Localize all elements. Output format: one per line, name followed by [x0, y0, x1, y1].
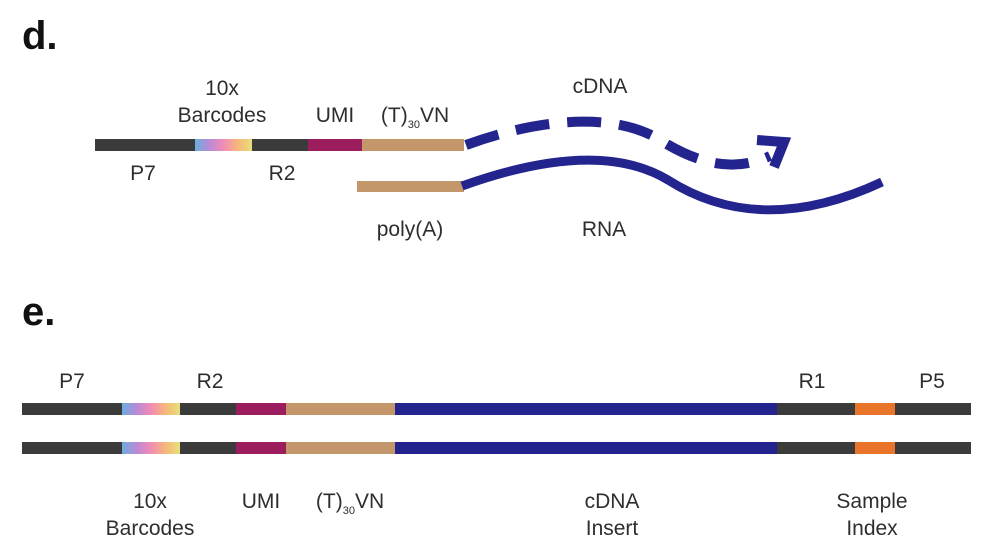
d-polya-segment: [357, 181, 464, 192]
e-label-insert: Insert: [585, 517, 639, 540]
e1-sample-index-segment: [855, 403, 895, 415]
panel-e-letter: e.: [22, 290, 56, 334]
d-label-polyt-suffix: VN: [419, 104, 450, 127]
panel-e-strand-top: [22, 403, 971, 415]
d-label-10x: 10x: [205, 77, 239, 100]
panel-e-strand-bottom: [22, 442, 971, 454]
e2-sample-index-segment: [855, 442, 895, 454]
e-label-r1: R1: [798, 370, 826, 393]
e2-barcode-segment: [122, 442, 180, 454]
e-label-p7: P7: [59, 370, 85, 393]
d-cdna-strand: [464, 116, 773, 170]
e-label-umi: UMI: [241, 490, 281, 513]
e-label-10x: 10x: [133, 490, 167, 513]
e-label-polyt: (T)30VN: [316, 490, 384, 523]
e2-polyt-segment: [286, 442, 395, 454]
d-p7-segment: [95, 139, 195, 151]
e1-p7-segment: [22, 403, 122, 415]
e1-p5-segment: [895, 403, 971, 415]
panel-d-letter: d.: [22, 14, 58, 58]
e-label-barcodes: Barcodes: [105, 517, 195, 540]
d-label-polyt-sub: 30: [407, 119, 420, 131]
d-r2-segment: [252, 139, 308, 151]
e2-r1-segment: [777, 442, 855, 454]
d-cdna-arrowhead: [756, 135, 792, 169]
e2-p5-segment: [895, 442, 971, 454]
d-label-r2: R2: [268, 162, 296, 185]
e1-r1-segment: [777, 403, 855, 415]
d-label-polya: poly(A): [376, 218, 444, 241]
e1-cdna-insert-segment: [395, 403, 777, 415]
e1-polyt-segment: [286, 403, 395, 415]
d-label-polyt: (T)30VN: [381, 104, 449, 137]
d-label-polyt-prefix: (T): [380, 104, 408, 127]
d-polyt-segment: [362, 139, 464, 151]
e1-r2-segment: [180, 403, 236, 415]
e2-r2-segment: [180, 442, 236, 454]
e1-barcode-segment: [122, 403, 180, 415]
d-label-p7: P7: [130, 162, 156, 185]
e-label-polyt-sub: 30: [342, 505, 355, 517]
d-barcode-segment: [195, 139, 252, 151]
e-label-polyt-prefix: (T): [315, 490, 343, 513]
e2-cdna-insert-segment: [395, 442, 777, 454]
d-label-cdna: cDNA: [572, 75, 628, 98]
e1-umi-segment: [236, 403, 286, 415]
d-label-barcodes: Barcodes: [177, 104, 267, 127]
e-label-cdna: cDNA: [584, 490, 640, 513]
e-label-p5: P5: [919, 370, 945, 393]
panel-d-oligo: [95, 139, 464, 151]
d-umi-segment: [308, 139, 362, 151]
e-label-polyt-suffix: VN: [354, 490, 385, 513]
e-label-index: Index: [846, 517, 898, 540]
e2-p7-segment: [22, 442, 122, 454]
e-label-sample: Sample: [836, 490, 908, 513]
e-label-r2: R2: [196, 370, 224, 393]
d-label-umi: UMI: [315, 104, 355, 127]
e2-umi-segment: [236, 442, 286, 454]
d-rna-strand: [460, 155, 884, 215]
d-label-rna: RNA: [581, 218, 627, 241]
